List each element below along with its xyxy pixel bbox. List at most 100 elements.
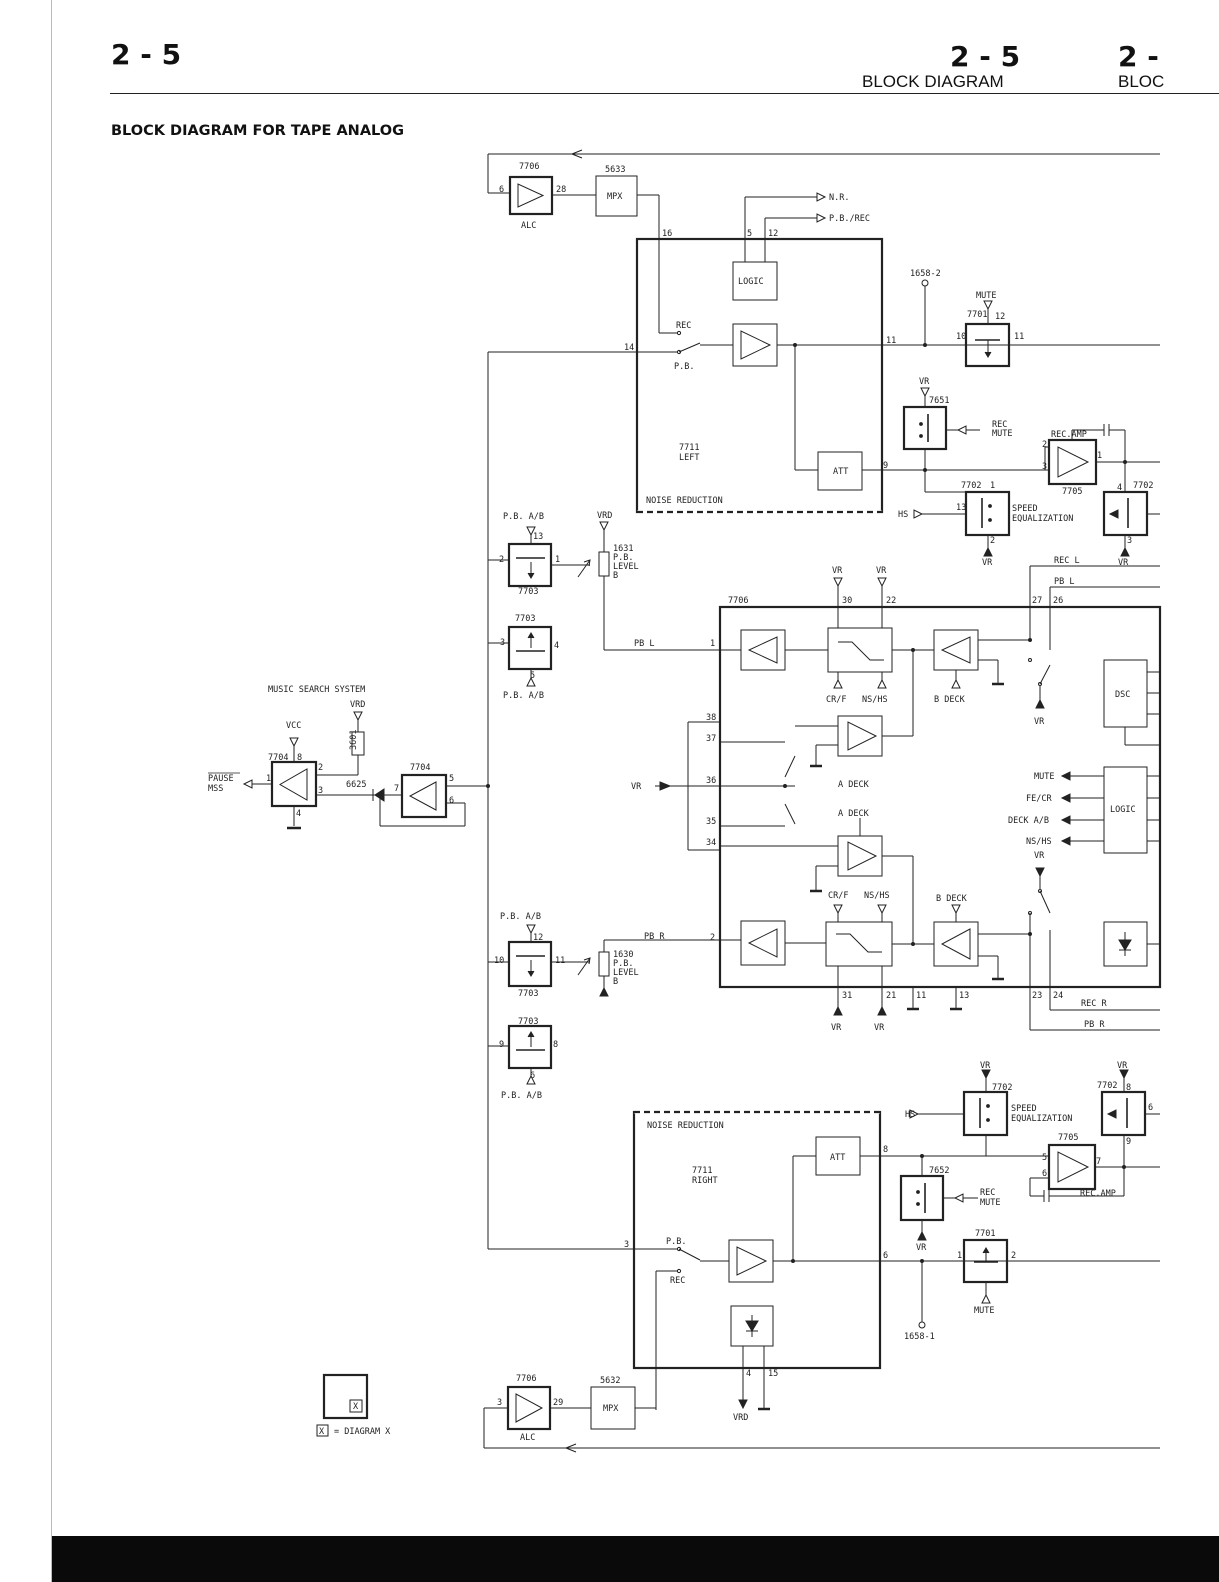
mss-amp2-ref: 7704 xyxy=(410,763,430,773)
bottom-arrow-icon xyxy=(565,1443,577,1453)
nrl-pin9: 9 xyxy=(883,461,888,471)
s7651-vr: VR xyxy=(919,377,930,387)
s7702-rt-vr: VR xyxy=(1118,558,1129,568)
s7702-rb-ref: 7702 xyxy=(1097,1081,1117,1091)
pbr-sw2-pin6: 6 xyxy=(530,1071,535,1081)
mss-pin7: 7 xyxy=(394,784,399,794)
mss-pin6: 6 xyxy=(449,796,454,806)
nrl-pin16: 16 xyxy=(662,229,672,239)
main-pin22: 22 xyxy=(886,596,896,606)
page-edge xyxy=(51,0,52,1582)
mss-res: 3601 xyxy=(349,730,359,750)
pbr-sw1-ref: 7703 xyxy=(518,989,538,999)
page-number-cut: 2 - xyxy=(1118,40,1159,73)
pb-switch-7703-d xyxy=(507,1024,553,1070)
mss-title: MUSIC SEARCH SYSTEM xyxy=(268,685,365,695)
nrr-pin3: 3 xyxy=(624,1240,629,1250)
logic-r-name: LOGIC xyxy=(1110,805,1136,815)
alc-bot-ref: 7706 xyxy=(516,1374,536,1384)
legend-box xyxy=(322,1373,369,1420)
nrr-pin6: 6 xyxy=(883,1251,888,1261)
pbr-sw2-ref: 7703 xyxy=(518,1017,538,1027)
pbl-sw2-ab: P.B. A/B xyxy=(503,691,544,701)
alc-bot-name: ALC xyxy=(520,1433,535,1443)
main-pin27: 27 xyxy=(1032,596,1042,606)
main-pin23: 23 xyxy=(1032,991,1042,1001)
recamp-left-pin3: 3 xyxy=(1042,462,1047,472)
level-right-l1: P.B. xyxy=(613,959,633,969)
main-vr30: VR xyxy=(832,566,843,576)
testpoint-left: 1658-2 xyxy=(910,269,941,279)
pbl-sw1-pin1: 1 xyxy=(555,555,560,565)
nrr-vrd: VRD xyxy=(733,1413,748,1423)
bus-pb-l: PB L xyxy=(1054,577,1074,587)
nrr-pin15: 15 xyxy=(768,1369,778,1379)
speedeq-right-l1: SPEED xyxy=(1011,1104,1037,1114)
level-right-ref: 1630 xyxy=(613,950,633,960)
main-vr-sw2: VR xyxy=(1034,851,1045,861)
mss-pin3: 3 xyxy=(318,786,323,796)
logic-right xyxy=(1103,766,1148,854)
mpx-bot-name: MPX xyxy=(603,1404,619,1414)
mss-amp-7704-b xyxy=(400,773,448,819)
speedeq-left-hs: HS xyxy=(898,510,908,520)
main-nshs-bot: NS/HS xyxy=(864,891,890,901)
mpx-5633 xyxy=(595,175,638,217)
s7652-ref: 7652 xyxy=(929,1166,949,1176)
mpx-top-name: MPX xyxy=(607,192,623,202)
recamp-right-ref: 7705 xyxy=(1058,1133,1078,1143)
alc-bot-pin-out: 29 xyxy=(553,1398,563,1408)
mss-pin2: 2 xyxy=(318,763,323,773)
logic-r-fecr: FE/CR xyxy=(1026,794,1052,804)
pbr-sw2-ab: P.B. A/B xyxy=(501,1091,542,1101)
pot-1630 xyxy=(598,951,610,977)
diagram-labels: 7706 ALC 6 28 5633 MPX N.R. P.B./REC 16 … xyxy=(208,162,1153,1443)
s7651-rec: REC xyxy=(992,420,1007,430)
nrl-title: NOISE REDUCTION xyxy=(646,496,723,506)
pbl-sw2-pin4: 4 xyxy=(554,641,559,651)
main-buffer-bottom xyxy=(740,920,786,966)
speedeq-left-l1: SPEED xyxy=(1012,504,1038,514)
main-vr21: VR xyxy=(874,1023,885,1033)
mute-right-pin2: 2 xyxy=(1011,1251,1016,1261)
recamp-left-pin1: 1 xyxy=(1097,451,1102,461)
s7702-rb-pin9: 9 xyxy=(1126,1137,1131,1147)
pbr-sw1-ab: P.B. A/B xyxy=(500,912,541,922)
nrr-ic-ref: 7711 xyxy=(692,1166,712,1176)
main-pin11: 11 xyxy=(916,991,926,1001)
main-vr31: VR xyxy=(831,1023,842,1033)
main-adeck2: A DECK xyxy=(838,809,870,819)
main-buffer-top xyxy=(740,629,786,671)
pbl-sw2-pin5: 5 xyxy=(530,671,535,681)
main-vr22: VR xyxy=(876,566,887,576)
dsc-label: DSC xyxy=(1115,690,1130,700)
main-bdeck-top: B DECK xyxy=(934,695,966,705)
pbl-sw1-ref: 7703 xyxy=(518,587,538,597)
main-ic-7706 xyxy=(718,605,1162,989)
mute-right-pin1: 1 xyxy=(957,1251,962,1261)
s7652-rec: REC xyxy=(980,1188,995,1198)
alc-top-ref: 7706 xyxy=(519,162,539,172)
main-pin38: 38 xyxy=(706,713,716,723)
nrl-pin14: 14 xyxy=(624,343,634,353)
alc-7706-bottom xyxy=(506,1385,552,1431)
pot-1631 xyxy=(598,551,610,577)
nrr-side: RIGHT xyxy=(692,1176,718,1186)
mute-left-label: MUTE xyxy=(976,291,996,301)
s7702-rb-vr: VR xyxy=(1117,1061,1128,1071)
pbl-sw2-ref: 7703 xyxy=(515,614,535,624)
nrl-ic-ref: 7711 xyxy=(679,443,699,453)
nrr-pin4: 4 xyxy=(746,1369,751,1379)
alc-top-pin-out: 28 xyxy=(556,185,566,195)
mss-pin8: 8 xyxy=(297,753,302,763)
speedeq-left-ref: 7702 xyxy=(961,481,981,491)
pb-switch-7703-c xyxy=(507,940,553,988)
s7651-mute: MUTE xyxy=(992,429,1012,439)
main-pin2: 2 xyxy=(710,933,715,943)
s7702-rt-pin4: 4 xyxy=(1117,483,1122,493)
nrl-side: LEFT xyxy=(679,453,699,463)
speedeq-left-l2: EQUALIZATION xyxy=(1012,514,1073,524)
pbr-sw2-pin8: 8 xyxy=(553,1040,558,1050)
nrl-pin5: 5 xyxy=(747,229,752,239)
mute-left-pin10: 10 xyxy=(956,332,966,342)
